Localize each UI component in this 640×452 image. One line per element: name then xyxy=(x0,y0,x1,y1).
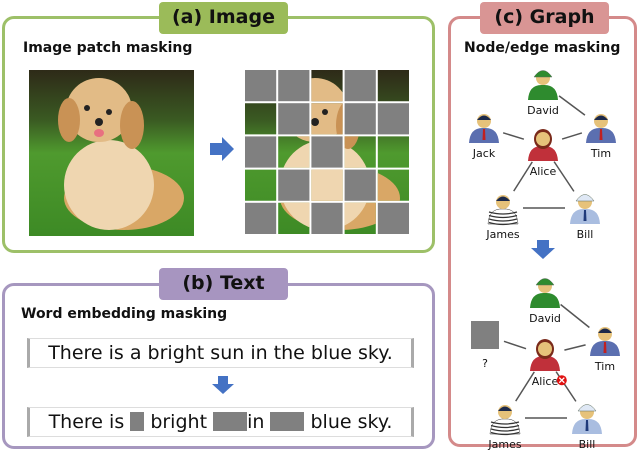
image-patch xyxy=(377,136,410,168)
person-icon-suit xyxy=(469,114,499,143)
graph-node: Alice xyxy=(530,339,560,388)
graph-arrow-icon xyxy=(531,240,555,259)
image-patch xyxy=(278,136,310,168)
text-panel-subtitle: Word embedding masking xyxy=(21,306,228,322)
masked-patch xyxy=(245,70,277,102)
person-icon-police xyxy=(570,194,600,224)
image-arrow-icon xyxy=(210,137,234,161)
graph-node: Tim xyxy=(586,114,616,160)
masked-patch xyxy=(344,70,376,102)
node-label: Bill xyxy=(577,228,594,241)
graph-edge xyxy=(515,371,535,402)
person-icon-woman xyxy=(528,129,558,161)
graph-edge xyxy=(560,303,590,329)
node-label: Jack xyxy=(472,147,496,160)
person-icon-police xyxy=(572,404,602,434)
node-label: David xyxy=(529,312,561,325)
person-icon-prisoner xyxy=(489,405,521,436)
text-panel-title: (b) Text xyxy=(159,268,288,300)
graph-edge xyxy=(564,344,586,351)
image-patch xyxy=(278,202,310,235)
masked-patch xyxy=(278,70,310,102)
masked-sentence-part: in xyxy=(247,411,265,433)
node-label: Tim xyxy=(590,147,611,160)
graph-node: Alice xyxy=(528,129,558,178)
person-icon-suit xyxy=(586,114,616,143)
masked-patch xyxy=(278,169,310,201)
node-label: James xyxy=(485,228,519,241)
graph-panel-title: (c) Graph xyxy=(480,2,609,34)
person-icon-officer xyxy=(530,278,560,308)
original-dog-image xyxy=(29,70,194,236)
image-patch xyxy=(377,169,410,201)
node-label: Alice xyxy=(530,165,557,178)
masked-sentence: There is bright in blue sky. xyxy=(27,407,414,437)
image-patch xyxy=(311,169,343,201)
masked-sentence-part: blue sky. xyxy=(310,411,393,433)
graph-node: David xyxy=(529,278,561,325)
graph-node: David xyxy=(527,70,559,117)
image-patch xyxy=(377,70,410,102)
graph-node: Bill xyxy=(570,194,600,241)
graph-edge xyxy=(503,340,527,350)
word-mask xyxy=(130,412,145,431)
masked-patch xyxy=(377,202,409,234)
node-label: David xyxy=(527,104,559,117)
masked-patch xyxy=(311,202,343,234)
image-patch xyxy=(245,169,277,201)
graph-edge xyxy=(558,95,586,116)
image-patch xyxy=(245,103,277,135)
node-label: Alice xyxy=(532,375,559,388)
graph-edge xyxy=(513,161,533,192)
masked-sentence-part: There is xyxy=(48,411,125,433)
image-patch xyxy=(344,136,376,168)
masked-patch xyxy=(278,103,310,135)
masked-patch xyxy=(245,202,277,234)
masked-node xyxy=(471,321,499,349)
image-patch xyxy=(311,70,343,102)
graph-node: Tim xyxy=(590,327,620,373)
masked-patch xyxy=(311,136,343,168)
masked-patch xyxy=(344,169,376,201)
person-icon-suit xyxy=(590,327,620,356)
person-icon-masked xyxy=(471,321,499,349)
image-patch xyxy=(311,103,343,135)
graph-edge xyxy=(561,132,583,140)
graph-edge xyxy=(502,132,525,140)
image-panel-subtitle: Image patch masking xyxy=(23,40,193,56)
person-icon-officer xyxy=(528,70,558,100)
graph-node: ? xyxy=(471,321,499,370)
graph-panel-subtitle: Node/edge masking xyxy=(464,40,621,56)
person-icon-prisoner xyxy=(487,195,519,226)
word-mask xyxy=(213,412,248,431)
dog xyxy=(58,78,184,230)
masked-patch xyxy=(245,136,277,168)
masked-patch xyxy=(344,103,376,135)
graph-node: James xyxy=(487,405,522,450)
masked-sentence-part: bright xyxy=(150,411,208,433)
word-mask xyxy=(270,412,305,431)
masked-patch xyxy=(377,103,409,135)
image-panel-title: (a) Image xyxy=(159,2,288,34)
text-arrow-icon xyxy=(212,376,234,394)
image-patch xyxy=(344,202,376,235)
graph-node: James xyxy=(485,195,520,241)
person-icon-woman xyxy=(530,339,560,371)
node-label: James xyxy=(487,438,521,450)
node-label: Bill xyxy=(579,438,596,450)
masked-edge-icon xyxy=(556,375,567,386)
graph-edge xyxy=(553,161,575,192)
node-label: Tim xyxy=(594,360,615,373)
node-label: ? xyxy=(482,357,488,370)
original-sentence: There is a bright sun in the blue sky. xyxy=(27,338,414,368)
masked-patch-grid xyxy=(245,70,410,235)
graph-node: Jack xyxy=(469,114,499,160)
graph-node: Bill xyxy=(572,404,602,450)
